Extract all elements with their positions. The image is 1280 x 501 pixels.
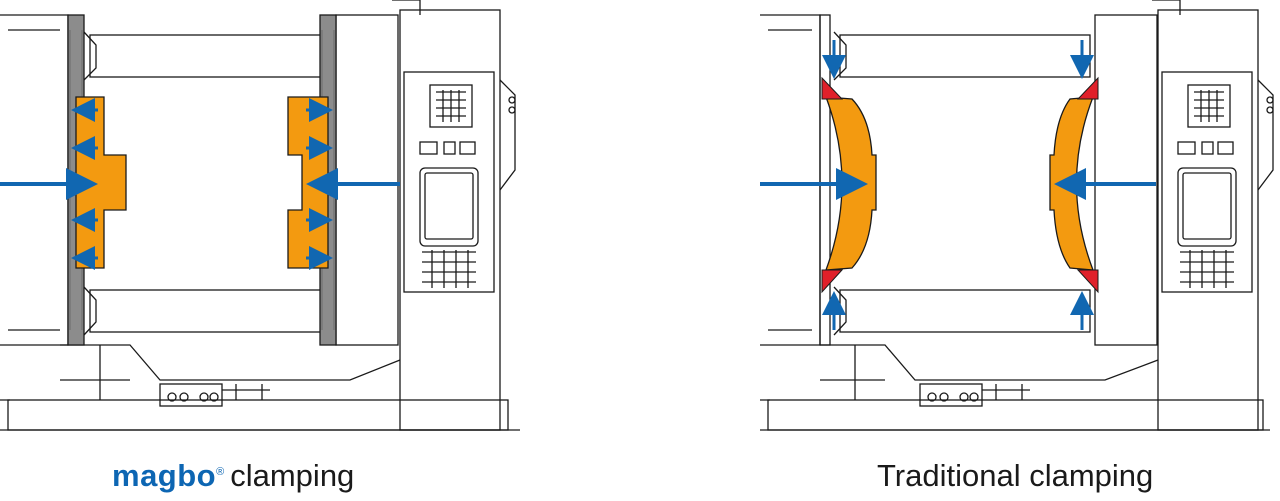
magbo-clamping-caption: magbo® clamping — [112, 458, 354, 494]
magbo-machine-diagram — [0, 0, 520, 431]
keypad-panel — [1187, 84, 1231, 128]
control-cabinet — [399, 9, 501, 431]
machine-base — [767, 399, 1264, 431]
magbo-caption-label: clamping — [230, 458, 355, 493]
keypad-panel — [429, 84, 473, 128]
moving-platen — [1094, 14, 1158, 346]
fixed-platen — [760, 14, 821, 346]
traditional-clamping-caption: Traditional clamping — [877, 458, 1154, 493]
tie-bar-bottom — [839, 289, 1091, 333]
traditional-machine-diagram — [760, 0, 1274, 431]
tie-bar-top — [89, 34, 327, 78]
clamp-wedge — [821, 76, 844, 100]
magbo-brand-label: magbo — [112, 458, 217, 493]
hmi-screen — [1177, 167, 1237, 247]
control-cabinet — [1157, 9, 1259, 431]
moving-platen — [335, 14, 399, 346]
registered-mark: ® — [216, 465, 225, 478]
clamp-wedge — [821, 269, 844, 294]
clamp-wedge — [1076, 269, 1099, 294]
tie-bar-bottom — [89, 289, 327, 333]
tie-bar-top — [839, 34, 1091, 78]
machine-base — [7, 399, 509, 431]
clamp-wedge — [1076, 76, 1099, 100]
fixed-platen — [0, 14, 69, 346]
hmi-screen — [419, 167, 479, 247]
